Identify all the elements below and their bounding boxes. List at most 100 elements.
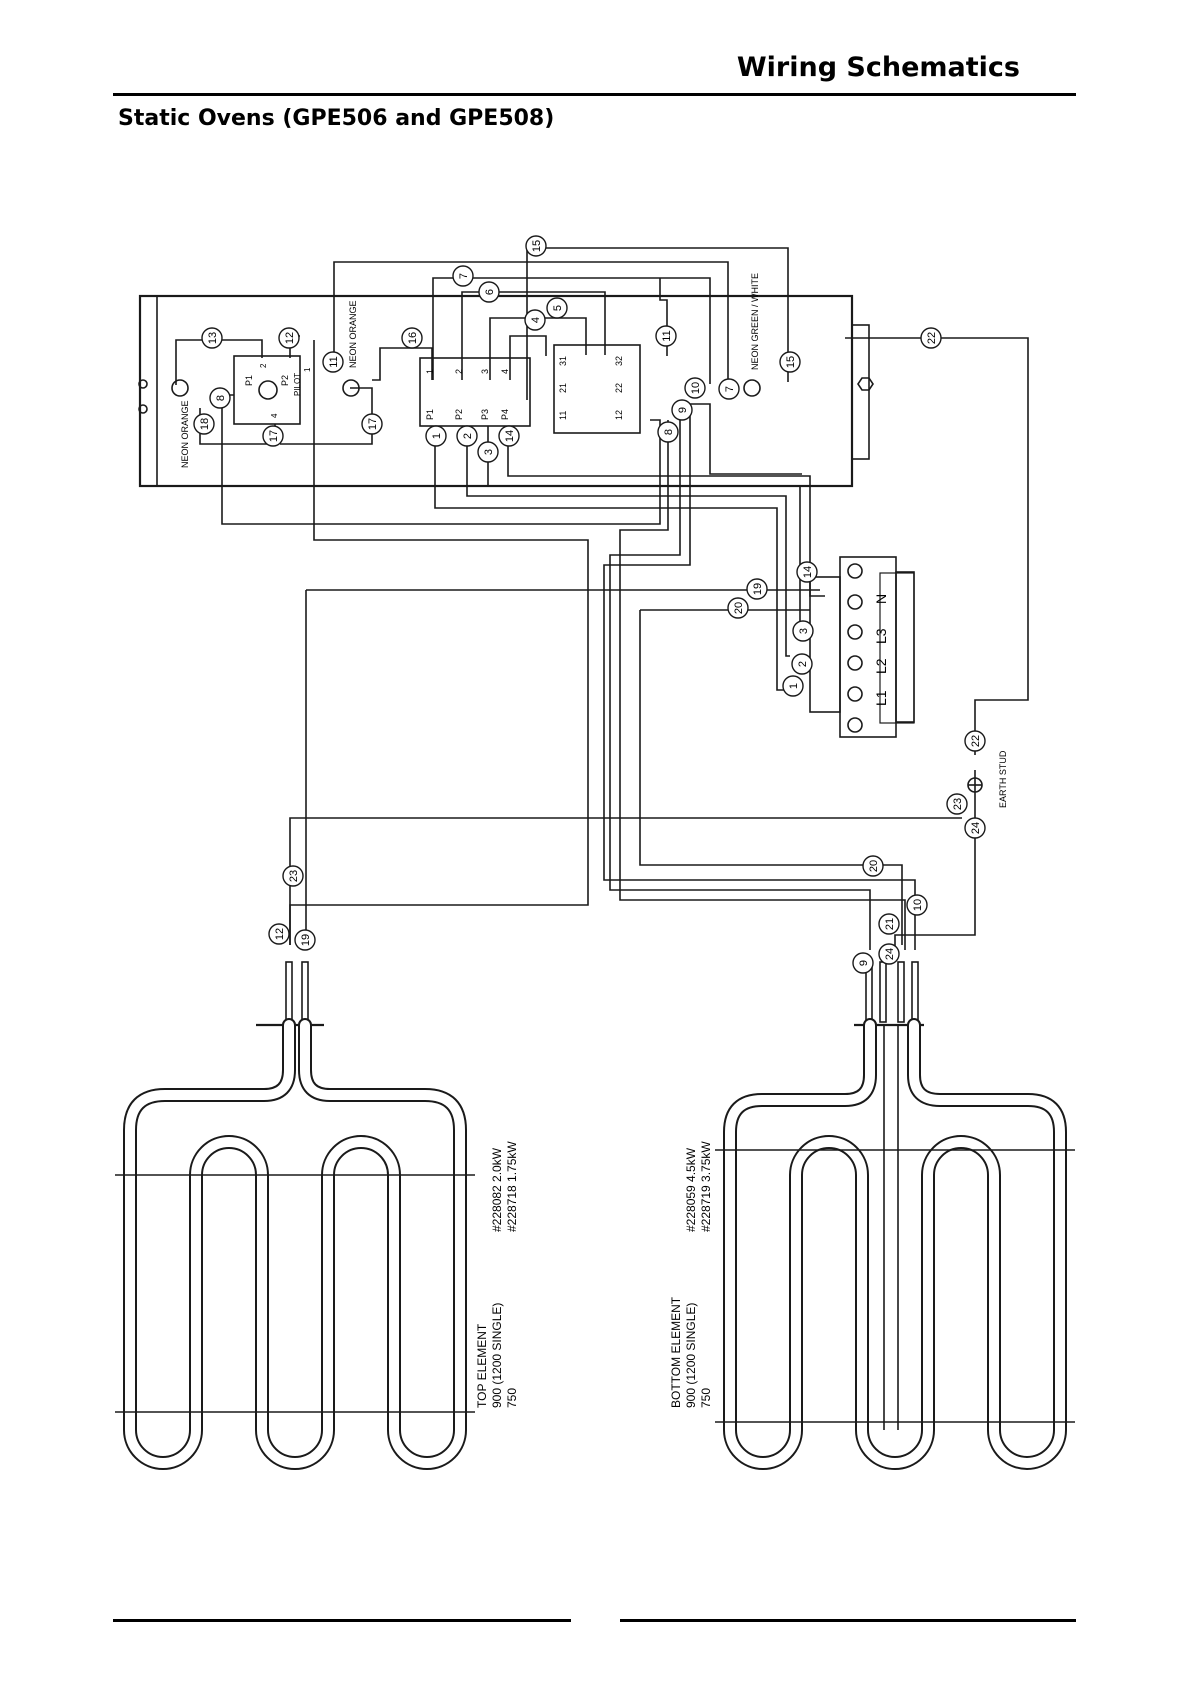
- wire-label-circle-23-1: [282, 865, 304, 887]
- top-element-part2: #228718 1.75kW: [505, 1141, 519, 1232]
- page-title: Wiring Schematics: [736, 52, 1020, 83]
- wire-label-7-1: 7: [724, 386, 736, 392]
- wire-label-14-1: 14: [802, 566, 814, 578]
- wire-label-8-1: 8: [663, 429, 675, 435]
- wire-label-17-0: 17: [268, 430, 280, 442]
- wire-number-labels: 1122334567788991010111112121314141515161…: [193, 235, 986, 974]
- wire-label-1-1: 1: [788, 683, 800, 689]
- wire-label-circle-9-0: [671, 399, 693, 421]
- wire-label-circle-16-0: [401, 327, 423, 349]
- wire-label-circle-8-1: [657, 421, 679, 443]
- bottom-element-part1: #228059 4.5kW: [684, 1147, 698, 1232]
- neon-right-label: NEON GREEN / WHITE: [750, 273, 760, 370]
- wire-label-6-0: 6: [484, 289, 496, 295]
- element-terminals: [256, 961, 924, 1027]
- terminal-l2: L2: [873, 658, 889, 674]
- thermostat-pin-right: P2: [280, 375, 290, 386]
- earth-stud: [967, 777, 983, 793]
- wire-label-7-0: 7: [458, 273, 470, 279]
- bottom-element-line2: 900 (1200 SINGLE): [684, 1303, 698, 1408]
- neon-middle-label: NEON ORANGE: [348, 300, 358, 368]
- wire-label-11-1: 11: [661, 330, 673, 341]
- wire-label-circle-5-0: [546, 297, 568, 319]
- wire-label-circle-20-0: [727, 597, 749, 619]
- wire-label-22-0: 22: [926, 332, 938, 344]
- switch-top-1: 1: [425, 369, 435, 374]
- wire-label-circle-3-0: [477, 441, 499, 463]
- wire-label-18-0: 18: [199, 418, 211, 430]
- wire-label-circle-18-0: [193, 413, 215, 435]
- wire-label-4-0: 4: [530, 317, 542, 323]
- top-element-part1: #228082 2.0kW: [490, 1147, 504, 1232]
- wire-label-circle-14-0: [498, 425, 520, 447]
- switch-top-4: 4: [500, 369, 510, 374]
- wire-label-24-0: 24: [970, 822, 982, 834]
- wire-label-circle-14-1: [796, 561, 818, 583]
- earth-stud-label: EARTH STUD: [998, 750, 1008, 808]
- switch-top-3: 3: [480, 369, 490, 374]
- thermostat-n1: 2: [259, 363, 268, 368]
- wire-label-circle-15-0: [525, 235, 547, 257]
- wire-label-9-1: 9: [858, 960, 870, 966]
- thermostat-pin-left: P1: [244, 375, 254, 386]
- wire-label-9-0: 9: [677, 407, 689, 413]
- wire-label-11-0: 11: [328, 356, 340, 367]
- wire-label-circle-4-0: [524, 309, 546, 331]
- section-title: Static Ovens (GPE506 and GPE508): [118, 106, 555, 131]
- bottom-element-title: BOTTOM ELEMENT: [669, 1296, 683, 1408]
- wire-label-14-0: 14: [504, 430, 516, 442]
- wire-label-circle-19-0: [746, 578, 768, 600]
- thermostat-n3: 1: [303, 367, 312, 372]
- wire-label-circle-17-1: [361, 413, 383, 435]
- wire-label-circle-22-1: [964, 730, 986, 752]
- relay-12: 12: [614, 410, 624, 420]
- wire-label-circle-7-1: [718, 378, 740, 400]
- thermostat-n2: 4: [270, 413, 279, 418]
- wire-label-circle-8-0: [209, 387, 231, 409]
- relay-31: 31: [558, 356, 568, 366]
- wire-label-circle-3-1: [792, 620, 814, 642]
- wire-label-12-1: 12: [274, 928, 286, 940]
- wire-label-circle-7-0: [452, 265, 474, 287]
- wire-label-15-0: 15: [531, 240, 543, 252]
- wire-label-21-0: 21: [884, 918, 896, 930]
- wire-label-5-0: 5: [552, 305, 564, 311]
- wire-label-circle-10-0: [684, 377, 706, 399]
- wire-label-circle-23-0: [946, 793, 968, 815]
- wire-label-circle-24-1: [878, 943, 900, 965]
- wire-label-10-0: 10: [690, 382, 702, 394]
- relay-11: 11: [558, 411, 568, 420]
- wire-label-20-0: 20: [733, 602, 745, 614]
- switch-bottom-p1: P1: [425, 409, 435, 420]
- wire-label-circle-11-1: [655, 325, 677, 347]
- wire-label-15-1: 15: [785, 356, 797, 368]
- wire-label-22-1: 22: [970, 735, 982, 747]
- switch-top-2: 2: [454, 369, 464, 374]
- wire-label-circle-1-1: [782, 675, 804, 697]
- wire-label-circle-6-0: [478, 281, 500, 303]
- wire-label-8-0: 8: [215, 395, 227, 401]
- wire-label-2-0: 2: [462, 433, 474, 439]
- wire-label-circle-13-0: [201, 327, 223, 349]
- top-element: [115, 1018, 475, 1470]
- switch-bottom-p4: P4: [500, 409, 510, 420]
- wire-label-circle-2-0: [456, 425, 478, 447]
- top-element-title: TOP ELEMENT: [475, 1323, 489, 1408]
- wire-label-19-0: 19: [752, 583, 764, 595]
- wire-label-2-1: 2: [797, 661, 809, 667]
- wire-label-13-0: 13: [207, 332, 219, 344]
- wire-label-circle-20-1: [862, 855, 884, 877]
- footer-rule-left: [113, 1619, 571, 1622]
- relay-21: 21: [558, 383, 568, 393]
- footer-rule-right: [620, 1619, 1076, 1622]
- wire-label-circle-21-0: [878, 913, 900, 935]
- relay-32: 32: [614, 356, 624, 366]
- wire-label-circle-10-1: [906, 894, 928, 916]
- wire-label-23-1: 23: [288, 870, 300, 882]
- terminal-l1: L1: [873, 690, 889, 706]
- wire-label-1-0: 1: [431, 433, 443, 439]
- neon-left-label: NEON ORANGE: [180, 400, 190, 468]
- wires: [175, 247, 1029, 960]
- wire-label-3-1: 3: [798, 628, 810, 634]
- switch-bottom-p3: P3: [480, 409, 490, 420]
